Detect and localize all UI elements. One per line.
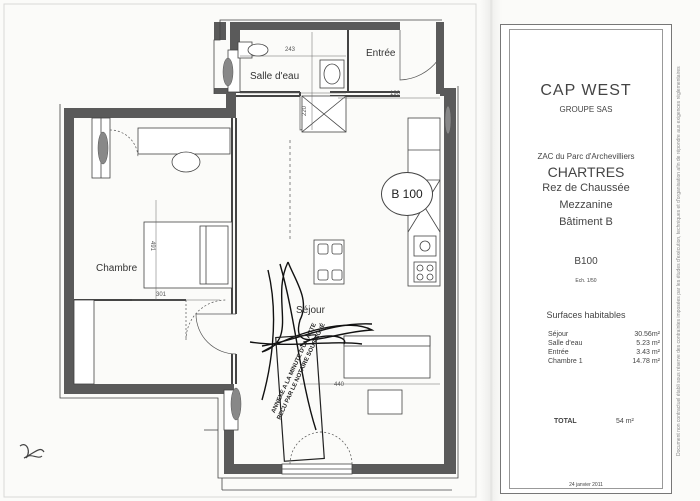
dimension-243: 243 — [285, 47, 296, 53]
dimension-190: 190 — [390, 91, 401, 97]
surface-row: Entrée 3.43 m² — [548, 348, 660, 357]
floor-plan-drawing — [3, 3, 477, 498]
page-fold-shadow — [480, 0, 502, 501]
company-name: CAP WEST — [540, 82, 632, 99]
surfaces-table: Séjour 30.56m² Salle d'eau 5.23 m² Entrée 3.4… — [548, 330, 660, 366]
door-swings — [109, 30, 439, 465]
dimension-301: 301 — [156, 292, 167, 298]
dimension-220: 220 — [302, 105, 309, 117]
level-mezzanine: Mezzanine — [559, 199, 613, 211]
unit-code: B100 — [574, 256, 598, 267]
surface-name: Chambre 1 — [548, 358, 583, 365]
surface-value: 3.43 m² — [636, 349, 660, 356]
surface-value: 14.78 m² — [632, 358, 660, 365]
address-city: CHARTRES — [547, 164, 625, 180]
surface-row: Salle d'eau 5.23 m² — [548, 339, 660, 348]
signature-scribbles — [249, 261, 375, 431]
total-label: TOTAL — [554, 418, 577, 425]
fixtures — [73, 41, 441, 415]
building-name: Bâtiment B — [559, 216, 613, 228]
surface-name: Séjour — [548, 331, 569, 338]
surface-name: Entrée — [548, 349, 569, 356]
sheet-border — [3, 3, 477, 498]
wall-outlines — [59, 19, 459, 491]
coffee-table — [367, 389, 403, 415]
plan-date: 24 janvier 2011 — [569, 482, 603, 488]
radiators — [97, 57, 452, 421]
title-block: CAP WEST GROUPE SAS ZAC du Parc d'Archev… — [500, 24, 672, 494]
surfaces-title: Surfaces habitables — [546, 310, 626, 320]
address-zac: ZAC du Parc d'Archevilliers — [537, 152, 635, 161]
stamp-frame — [275, 334, 325, 462]
surface-name: Salle d'eau — [548, 340, 583, 347]
level-ground-floor: Rez de Chaussée — [542, 182, 630, 194]
wardrobe — [137, 127, 231, 155]
title-block-inner-frame: CAP WEST GROUPE SAS ZAC du Parc d'Archev… — [509, 29, 663, 489]
room-label-sejour: Séjour — [296, 305, 325, 316]
total-value: 54 m² — [616, 418, 634, 425]
side-legal-notice: Document non contractuel établi sous rés… — [676, 66, 682, 456]
dimension-440: 440 — [334, 382, 345, 388]
dimension-491: 491 — [149, 240, 156, 252]
surface-row: Séjour 30.56m² — [548, 330, 660, 339]
room-label-chambre: Chambre — [96, 263, 138, 274]
surface-value: 5.23 m² — [636, 340, 660, 347]
toilet-bowl — [247, 43, 269, 57]
room-label-entree: Entrée — [366, 48, 396, 59]
company-subtitle: GROUPE SAS — [559, 105, 613, 114]
scale-label: Ech. 1/50 — [575, 278, 597, 284]
dimension-lines — [132, 32, 440, 385]
room-label-salle-deau: Salle d'eau — [250, 71, 300, 82]
surface-row: Chambre 1 14.78 m² — [548, 357, 660, 366]
surface-value: 30.56m² — [634, 331, 660, 338]
corner-mark — [19, 444, 45, 459]
unit-badge: B 100 — [381, 172, 433, 216]
